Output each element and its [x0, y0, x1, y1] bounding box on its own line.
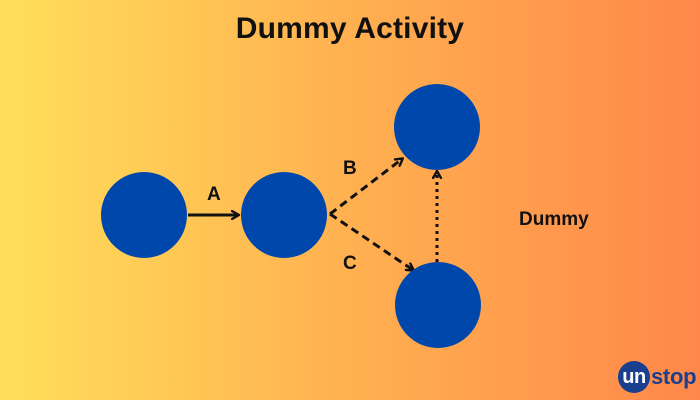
node-3 — [394, 84, 480, 170]
edge-b — [329, 159, 402, 216]
unstop-logo: un stop — [618, 360, 697, 394]
logo-text: stop — [651, 364, 697, 389]
edge-b-label: B — [343, 158, 357, 179]
page-title: Dummy Activity — [235, 12, 465, 45]
node-2 — [241, 172, 327, 258]
edge-a-label: A — [207, 184, 221, 205]
edge-c-label: C — [343, 253, 357, 274]
node-4 — [395, 262, 481, 348]
node-1 — [101, 172, 187, 258]
edge-c — [329, 212, 413, 270]
logo-bubble: un — [618, 361, 650, 393]
edge-dummy-label: Dummy — [519, 209, 589, 230]
